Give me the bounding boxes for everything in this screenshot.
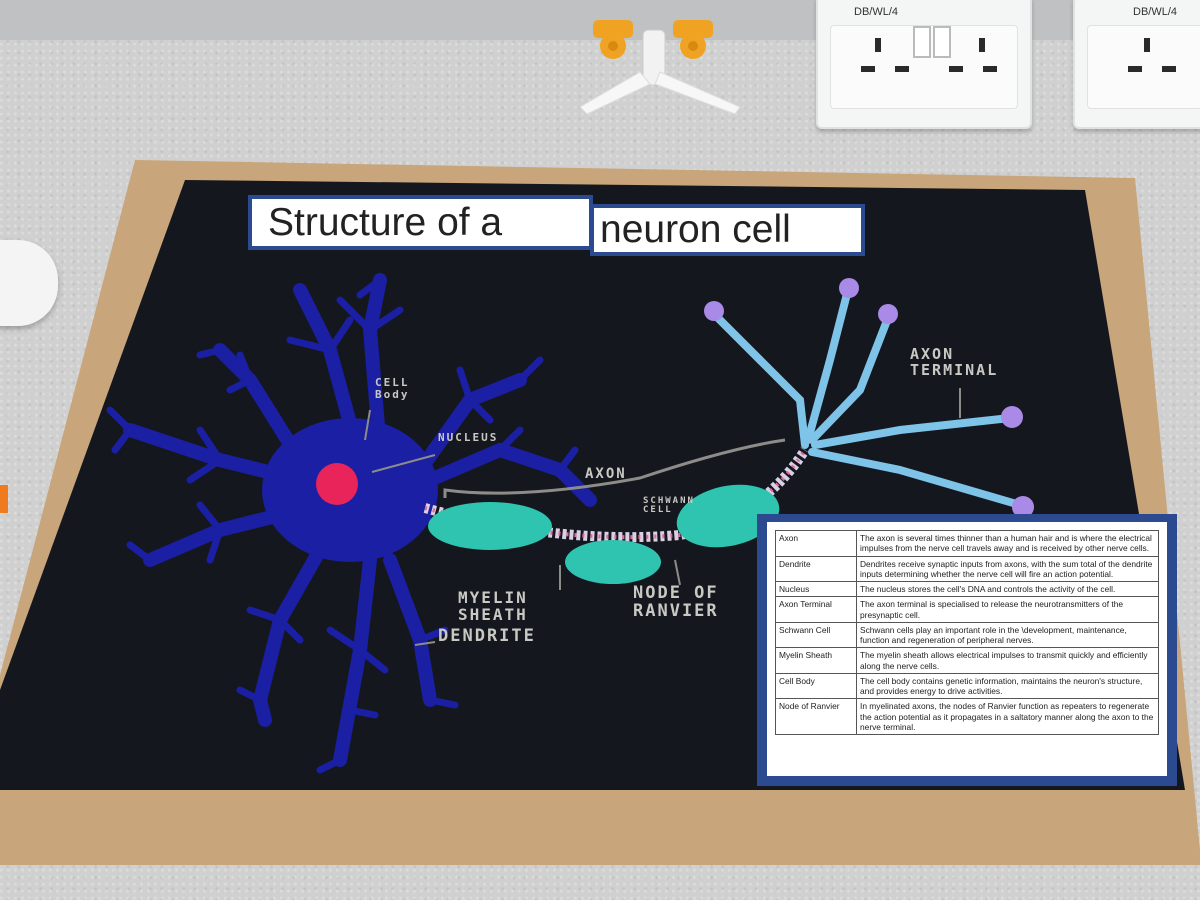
axon-terminals xyxy=(715,290,1020,505)
table-term: Cell Body xyxy=(776,673,857,699)
label-node-of-ranvier: NODE OF RANVIER xyxy=(633,585,719,621)
table-definition: The nucleus stores the cell's DNA and co… xyxy=(857,582,1159,597)
table-term: Node of Ranvier xyxy=(776,699,857,735)
table-definition: In myelinated axons, the nodes of Ranvie… xyxy=(857,699,1159,735)
table-term: Myelin Sheath xyxy=(776,648,857,674)
myelin-sheath-1 xyxy=(428,502,552,550)
table-definition: The cell body contains genetic informati… xyxy=(857,673,1159,699)
table-term: Schwann Cell xyxy=(776,622,857,648)
table-term: Dendrite xyxy=(776,556,857,582)
pompom-tips xyxy=(704,278,1034,518)
label-nucleus: NUCLEUS xyxy=(438,432,498,444)
table-definition: Dendrites receive synaptic inputs from a… xyxy=(857,556,1159,582)
myelin-sheath-2 xyxy=(565,540,661,584)
label-axon-terminal: AXON TERMINAL xyxy=(910,347,998,379)
table-term: Axon xyxy=(776,531,857,557)
table-definition: The axon is several times thinner than a… xyxy=(857,531,1159,557)
orange-note xyxy=(0,485,8,513)
table-definition: The myelin sheath allows electrical impu… xyxy=(857,648,1159,674)
nucleus-pompom xyxy=(316,463,358,505)
table-term: Axon Terminal xyxy=(776,597,857,623)
table-definition: The axon terminal is specialised to rele… xyxy=(857,597,1159,623)
table-term: Nucleus xyxy=(776,582,857,597)
table-definition: Schwann cells play an important role in … xyxy=(857,622,1159,648)
label-cell-body: CELL Body xyxy=(375,377,410,400)
label-schwann-cell: SCHWANN CELL xyxy=(643,497,695,516)
label-myelin-sheath: MYELIN SHEATH xyxy=(458,590,528,624)
label-dendrite: DENDRITE xyxy=(438,628,536,646)
label-axon: AXON xyxy=(585,467,627,482)
